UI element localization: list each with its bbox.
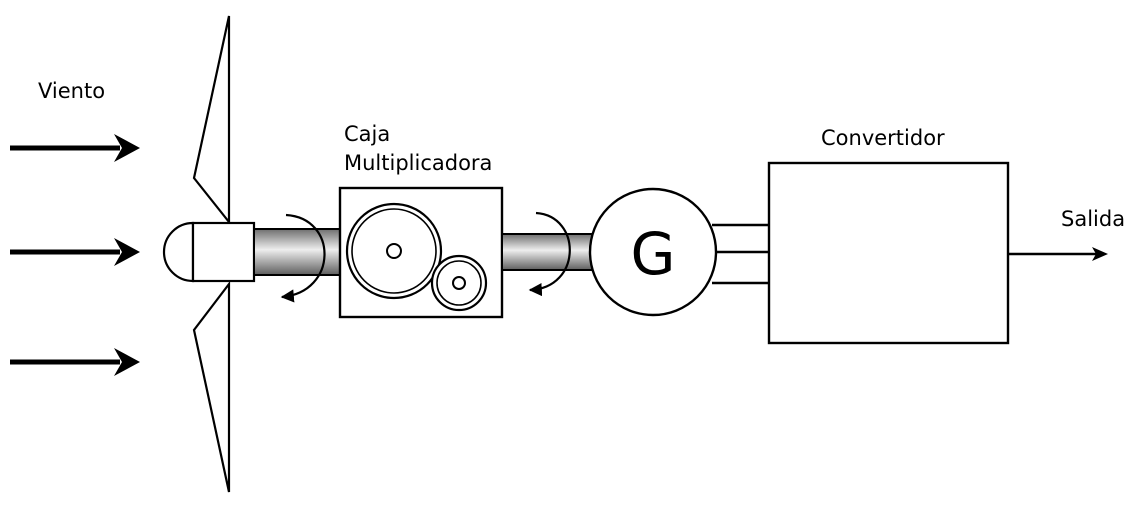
generator-symbol: G (631, 220, 676, 288)
wind-arrow-bottom (10, 348, 140, 376)
rotor-blades (192, 15, 231, 493)
large-gear (345, 202, 443, 300)
generator-converter-lines (712, 223, 769, 285)
high-speed-rotation-arrow (528, 211, 571, 297)
wind-arrow-top (10, 134, 140, 162)
lower-blade (192, 280, 231, 493)
converter-box (767, 161, 1010, 345)
output-arrow (1008, 247, 1108, 261)
nose-cone (162, 221, 195, 283)
wind-arrows (10, 134, 140, 376)
low-speed-rotation-arrow (280, 213, 326, 303)
rotor-hub (191, 221, 256, 283)
gearbox-label-line2: Multiplicadora (344, 151, 492, 175)
output-label: Salida (1061, 207, 1125, 231)
gearbox-label-line1: Caja (344, 122, 390, 146)
converter-label: Convertidor (821, 126, 945, 150)
small-gear (430, 254, 488, 312)
wind-label: Viento (38, 79, 105, 103)
low-speed-shaft (253, 228, 341, 276)
upper-blade (192, 15, 231, 226)
high-speed-shaft (501, 233, 593, 271)
wind-arrow-middle (10, 238, 140, 266)
